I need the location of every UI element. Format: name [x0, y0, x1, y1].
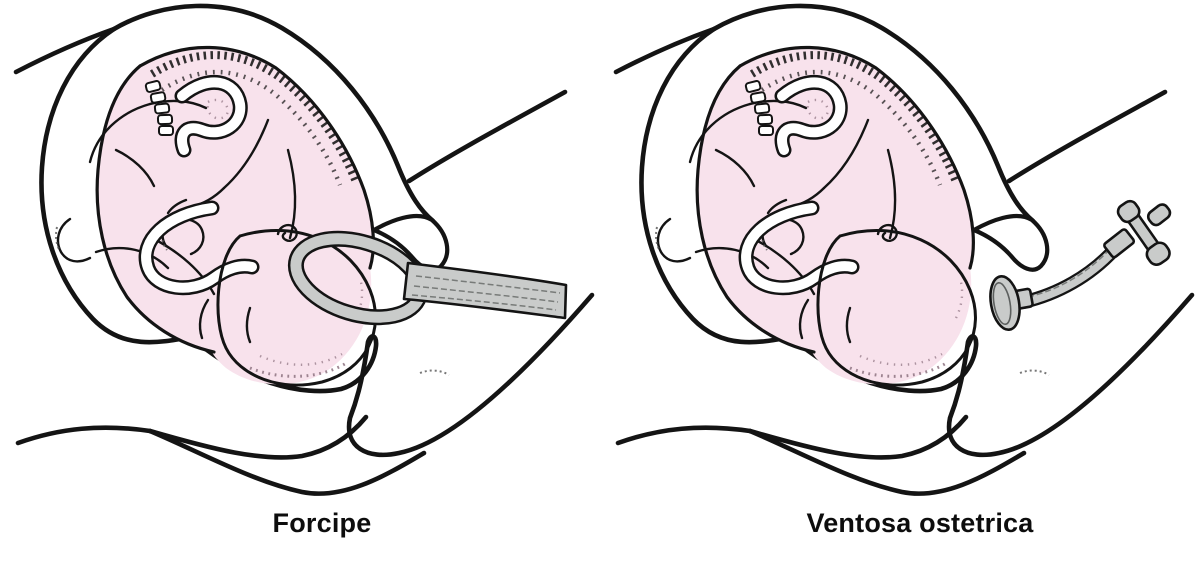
forceps-instrument	[287, 230, 568, 326]
vacuum-cup	[989, 274, 1034, 332]
vacuum-extractor-instrument	[989, 199, 1172, 332]
vacuum-handle	[1103, 199, 1172, 266]
caption-vacuum: Ventosa ostetrica	[806, 508, 1034, 538]
vacuum-delivery-illustration	[600, 0, 1200, 580]
forceps-handle	[402, 261, 568, 320]
caption-forceps: Forcipe	[272, 508, 372, 538]
forceps-delivery-illustration	[0, 0, 600, 580]
